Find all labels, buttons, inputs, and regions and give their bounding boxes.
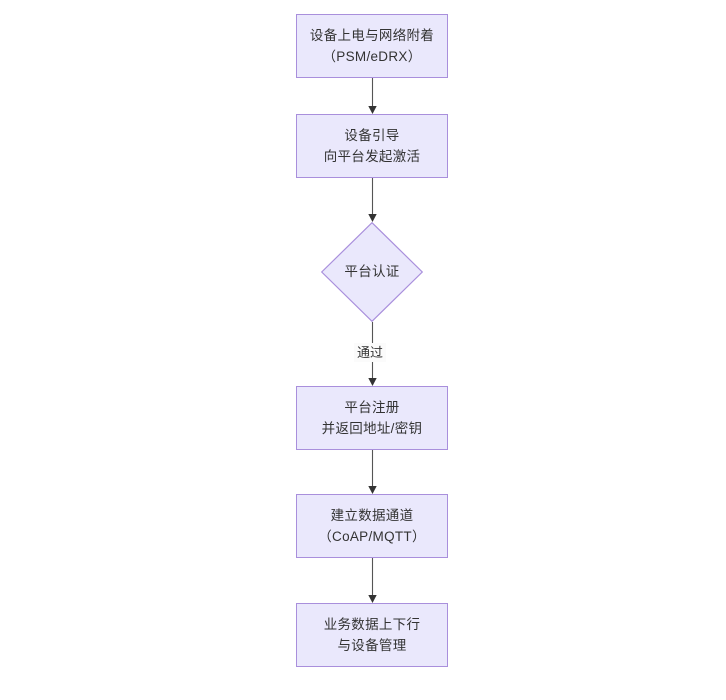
flow-node-power-on[interactable]: 设备上电与网络附着 （PSM/eDRX） [296,14,448,78]
flow-node-platform-auth[interactable]: 平台认证 [321,222,423,322]
flow-node-business-data-line2: 与设备管理 [337,638,407,653]
flow-connector-power-on-to-bootstrap [368,78,377,114]
flow-node-power-on-line1: 设备上电与网络附着 [309,28,435,43]
flow-connector-data-channel-to-business [368,558,377,603]
flow-node-bootstrap[interactable]: 设备引导 向平台发起激活 [296,114,448,178]
flow-node-bootstrap-line2: 向平台发起激活 [323,149,421,164]
flow-node-data-channel[interactable]: 建立数据通道 （CoAP/MQTT） [296,494,448,558]
flow-node-business-data-line1: 业务数据上下行 [323,617,421,632]
flow-node-platform-auth-label: 平台认证 [344,264,400,279]
flow-node-business-data[interactable]: 业务数据上下行 与设备管理 [296,603,448,667]
flow-edge-label-pass-text: 通过 [357,345,384,360]
flow-node-power-on-line2: （PSM/eDRX） [322,49,422,64]
flow-node-data-channel-line2: （CoAP/MQTT） [318,529,426,544]
flow-node-bootstrap-line1: 设备引导 [344,128,400,143]
flow-edge-label-pass: 通过 [354,343,387,362]
flow-connector-register-to-data-channel [368,450,377,494]
flow-node-platform-register-line2: 并返回地址/密钥 [321,421,423,436]
flow-node-platform-register-line1: 平台注册 [344,400,400,415]
flow-node-platform-register[interactable]: 平台注册 并返回地址/密钥 [296,386,448,450]
flow-node-data-channel-line1: 建立数据通道 [330,508,414,523]
flow-connector-bootstrap-to-platform-auth [368,178,377,222]
decision-diamond-shape [321,222,423,322]
